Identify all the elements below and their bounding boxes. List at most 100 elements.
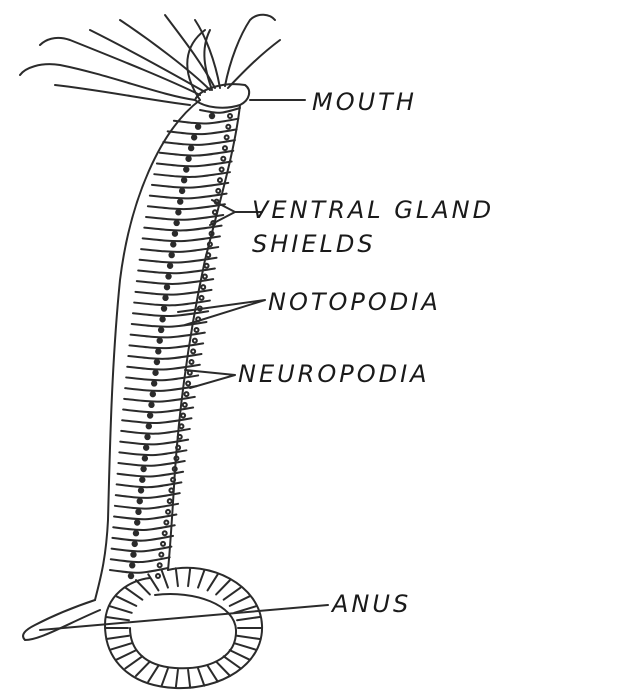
parapodium-dot: [186, 381, 190, 385]
parapodium-dot: [183, 403, 187, 407]
parapodium-dot: [179, 424, 183, 428]
gland-dot: [192, 135, 196, 139]
gland-dot: [152, 381, 156, 385]
gland-dot: [130, 563, 134, 567]
gland-dot: [134, 531, 138, 535]
tentacles: [20, 15, 280, 105]
parapodium-dot: [195, 328, 199, 332]
segment-ring: [128, 354, 201, 359]
segment-ring: [160, 151, 233, 156]
gland-dot: [160, 317, 164, 321]
tail-ring: [117, 650, 137, 659]
mouth-label: MOUTH: [312, 90, 417, 114]
gland-dot: [145, 435, 149, 439]
gland-dot: [168, 264, 172, 268]
gland-dot: [143, 456, 147, 460]
tail-ring: [237, 636, 260, 639]
tail-ring: [208, 666, 218, 682]
parapodium-dot: [189, 360, 193, 364]
segment-ring: [124, 397, 195, 402]
gland-dot: [149, 403, 153, 407]
parapodium-dot: [171, 478, 175, 482]
parapodium-dot: [163, 531, 167, 535]
tail-ring: [162, 570, 168, 587]
gland-dot: [171, 242, 175, 246]
tail-ring: [110, 643, 131, 650]
tail-ring: [188, 568, 190, 586]
tail-ring: [162, 668, 168, 685]
gland-dot: [169, 253, 173, 257]
head: [195, 84, 249, 107]
gland-dot: [140, 478, 144, 482]
segment-ring: [127, 365, 200, 370]
tail-ring: [230, 596, 250, 605]
segment-ring: [111, 557, 170, 562]
gland-dot: [210, 114, 214, 118]
gland-dot: [139, 488, 143, 492]
gland-dot: [136, 510, 140, 514]
tail-ring: [110, 606, 131, 613]
tail-end: [23, 600, 100, 640]
tail-ring: [117, 596, 137, 605]
gland-dot: [131, 552, 135, 556]
tail-ring: [216, 580, 230, 594]
segment-ring: [129, 343, 203, 348]
gland-dot: [189, 146, 193, 150]
parapodium-dot: [206, 253, 210, 257]
tail-ring: [125, 588, 142, 600]
ventral-gland-label-2: SHIELDS: [252, 232, 376, 256]
gland-dot: [153, 371, 157, 375]
segment-ring: [154, 172, 230, 177]
gland-dot: [165, 285, 169, 289]
segment-ring: [135, 290, 211, 295]
parapodium-dot: [225, 135, 229, 139]
segment-ring: [112, 547, 172, 552]
parapodium-dot: [161, 542, 165, 546]
tail-ring: [234, 643, 255, 650]
parapodium-dot: [176, 446, 180, 450]
gland-dot: [178, 199, 182, 203]
parapodium-dot: [203, 274, 207, 278]
segment-ring: [174, 119, 238, 124]
gland-dot: [158, 338, 162, 342]
gland-dot: [166, 274, 170, 278]
tail-ring: [125, 656, 142, 668]
tail-ring: [198, 570, 204, 587]
parapodium-dot: [156, 574, 160, 578]
segment-ring: [114, 515, 176, 520]
segment-ring: [131, 333, 205, 338]
tail-ring: [188, 670, 190, 688]
segment-ring: [157, 161, 232, 166]
tail-ring: [198, 668, 204, 685]
segment-ring: [126, 375, 198, 380]
segment-ring: [121, 429, 190, 434]
notopodia-label: NOTOPODIA: [268, 290, 441, 314]
tail-ring: [208, 574, 218, 590]
parapodium-dot: [205, 264, 209, 268]
segment-ring: [117, 482, 182, 487]
anus-label: ANUS: [332, 592, 411, 616]
tail-ring: [176, 568, 178, 586]
gland-dot: [155, 360, 159, 364]
parapodium-dot: [169, 488, 173, 492]
segment-ring: [125, 386, 196, 391]
gland-dot: [174, 221, 178, 225]
parapodium-dot: [191, 349, 195, 353]
segment-ring: [116, 493, 180, 498]
body-outline: [95, 100, 200, 600]
body-segments: [105, 108, 261, 688]
parapodium-dot: [216, 189, 220, 193]
gland-dot: [184, 167, 188, 171]
segment-ring: [168, 129, 237, 134]
segment-ring: [113, 525, 174, 530]
parapodium-dot: [164, 521, 168, 525]
segment-ring: [134, 301, 210, 306]
segment-ring: [110, 568, 168, 573]
tail-ring: [148, 666, 158, 682]
segment-ring: [115, 504, 178, 509]
gland-dot: [182, 178, 186, 182]
segment-ring: [146, 215, 223, 220]
segment-ring: [143, 236, 220, 241]
neuropodia-label: NEUROPODIA: [238, 362, 430, 386]
